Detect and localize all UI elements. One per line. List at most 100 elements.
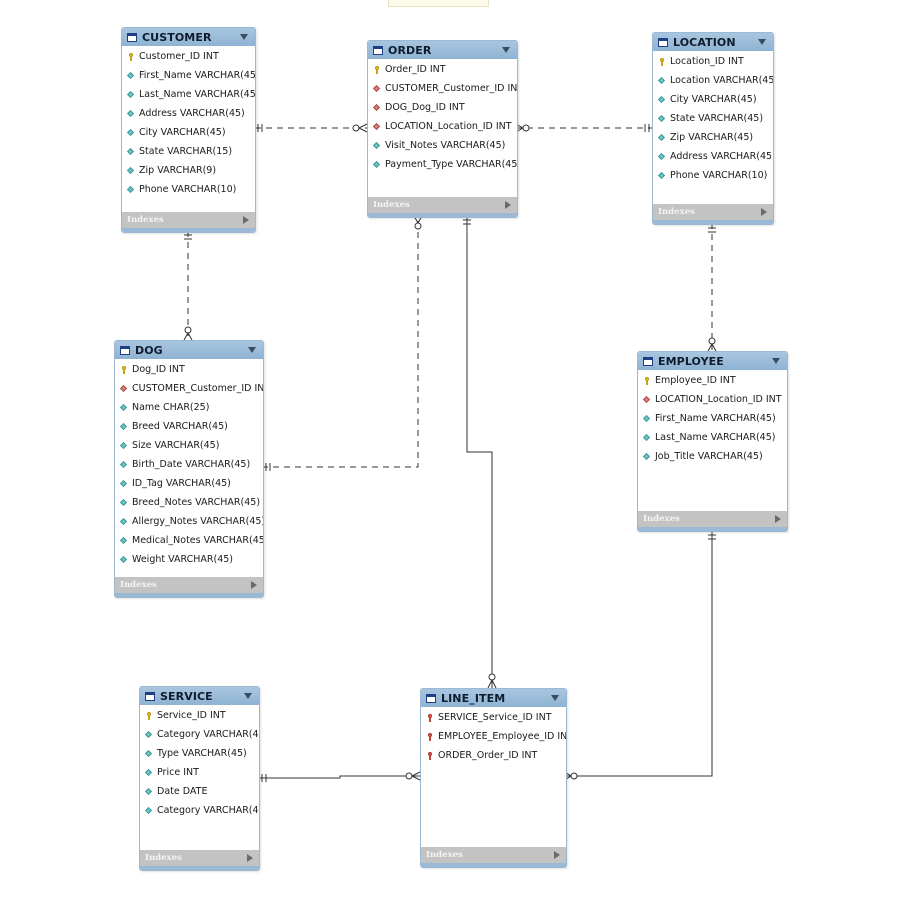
column-row[interactable]: State VARCHAR(45) xyxy=(653,109,773,128)
column-row[interactable]: CUSTOMER_Customer_ID INT xyxy=(115,379,263,398)
column-list: SERVICE_Service_ID INT EMPLOYEE_Employee… xyxy=(421,707,566,847)
collapse-arrow-icon[interactable] xyxy=(758,39,766,45)
rel-location-employee[interactable] xyxy=(707,223,717,352)
entity-location[interactable]: LOCATION Location_ID INT Location VARCHA… xyxy=(652,32,774,225)
collapse-arrow-icon[interactable] xyxy=(240,34,248,40)
collapse-arrow-icon[interactable] xyxy=(502,47,510,53)
column-row[interactable]: Order_ID INT xyxy=(368,60,517,79)
expand-arrow-icon[interactable] xyxy=(761,208,767,216)
rel-location-order[interactable] xyxy=(515,123,652,133)
entity-header[interactable]: EMPLOYEE xyxy=(638,352,787,370)
column-row[interactable]: Dog_ID INT xyxy=(115,360,263,379)
entity-dog[interactable]: DOG Dog_ID INT CUSTOMER_Customer_ID INT … xyxy=(114,340,264,598)
column-row[interactable]: Medical_Notes VARCHAR(45) xyxy=(115,531,263,550)
indexes-section[interactable]: Indexes xyxy=(653,204,773,224)
entity-service[interactable]: SERVICE Service_ID INT Category VARCHAR(… xyxy=(139,686,260,871)
entity-header[interactable]: LOCATION xyxy=(653,33,773,51)
collapse-arrow-icon[interactable] xyxy=(248,347,256,353)
indexes-section[interactable]: Indexes xyxy=(638,511,787,531)
column-row[interactable]: Breed_Notes VARCHAR(45) xyxy=(115,493,263,512)
table-icon xyxy=(373,45,383,55)
rel-dog-order[interactable] xyxy=(262,215,423,471)
expand-arrow-icon[interactable] xyxy=(243,216,249,224)
foreign-primary-key-icon xyxy=(426,732,434,741)
column-row[interactable]: City VARCHAR(45) xyxy=(653,90,773,109)
column-row[interactable]: State VARCHAR(15) xyxy=(122,142,255,161)
column-row[interactable]: LOCATION_Location_ID INT xyxy=(638,390,787,409)
column-row[interactable]: Phone VARCHAR(10) xyxy=(122,180,255,199)
foreign-primary-key-icon xyxy=(426,713,434,722)
column-label: Type VARCHAR(45) xyxy=(157,748,247,759)
column-row[interactable]: Last_Name VARCHAR(45) xyxy=(122,85,255,104)
entity-header[interactable]: SERVICE xyxy=(140,687,259,705)
column-row[interactable]: Zip VARCHAR(9) xyxy=(122,161,255,180)
column-row[interactable]: City VARCHAR(45) xyxy=(122,123,255,142)
collapse-arrow-icon[interactable] xyxy=(551,695,559,701)
column-row[interactable]: First_Name VARCHAR(45) xyxy=(122,66,255,85)
entity-header[interactable]: ORDER xyxy=(368,41,517,59)
entity-line-item[interactable]: LINE_ITEM SERVICE_Service_ID INT EMPLOYE… xyxy=(420,688,567,868)
column-row[interactable]: Category VARCHAR(45) xyxy=(140,725,259,744)
entity-title: SERVICE xyxy=(160,689,213,703)
expand-arrow-icon[interactable] xyxy=(554,851,560,859)
expand-arrow-icon[interactable] xyxy=(251,581,257,589)
column-row[interactable]: Date DATE xyxy=(140,782,259,801)
rel-employee-line-item[interactable] xyxy=(564,530,716,781)
entity-order[interactable]: ORDER Order_ID INT CUSTOMER_Customer_ID … xyxy=(367,40,518,218)
indexes-section[interactable]: Indexes xyxy=(140,850,259,870)
entity-employee[interactable]: EMPLOYEE Employee_ID INT LOCATION_Locati… xyxy=(637,351,788,532)
column-row[interactable]: Visit_Notes VARCHAR(45) xyxy=(368,136,517,155)
column-row[interactable]: SERVICE_Service_ID INT xyxy=(421,708,566,727)
column-row[interactable]: Name CHAR(25) xyxy=(115,398,263,417)
column-row[interactable]: Job_Title VARCHAR(45) xyxy=(638,447,787,466)
rel-service-line-item[interactable] xyxy=(258,771,421,782)
column-row[interactable]: Location VARCHAR(45) xyxy=(653,71,773,90)
expand-arrow-icon[interactable] xyxy=(247,854,253,862)
column-label: Zip VARCHAR(9) xyxy=(139,165,217,176)
column-row[interactable]: Last_Name VARCHAR(45) xyxy=(638,428,787,447)
rel-customer-dog[interactable] xyxy=(183,231,193,341)
rel-customer-order[interactable] xyxy=(255,123,368,133)
column-row[interactable]: Price INT xyxy=(140,763,259,782)
column-row[interactable]: Zip VARCHAR(45) xyxy=(653,128,773,147)
column-row[interactable]: Weight VARCHAR(45) xyxy=(115,550,263,569)
column-row[interactable]: Address VARCHAR(45) xyxy=(653,147,773,166)
column-row[interactable]: Type VARCHAR(45) xyxy=(140,744,259,763)
column-row[interactable]: Phone VARCHAR(10) xyxy=(653,166,773,185)
attribute-diamond-icon xyxy=(120,480,128,488)
column-label: First_Name VARCHAR(45) xyxy=(655,413,776,424)
entity-header[interactable]: LINE_ITEM xyxy=(421,689,566,707)
column-row[interactable]: DOG_Dog_ID INT xyxy=(368,98,517,117)
rel-order-line-item[interactable] xyxy=(463,216,497,689)
collapse-arrow-icon[interactable] xyxy=(244,693,252,699)
attribute-diamond-icon xyxy=(643,434,651,442)
column-row[interactable]: Category VARCHAR(45) xyxy=(140,801,259,820)
attribute-diamond-icon xyxy=(658,153,666,161)
column-row[interactable]: Allergy_Notes VARCHAR(45) xyxy=(115,512,263,531)
column-row[interactable]: Payment_Type VARCHAR(45) xyxy=(368,155,517,174)
column-row[interactable]: Customer_ID INT xyxy=(122,47,255,66)
indexes-section[interactable]: Indexes xyxy=(368,197,517,217)
entity-header[interactable]: DOG xyxy=(115,341,263,359)
column-row[interactable]: Employee_ID INT xyxy=(638,371,787,390)
column-row[interactable]: EMPLOYEE_Employee_ID INT xyxy=(421,727,566,746)
column-row[interactable]: Service_ID INT xyxy=(140,706,259,725)
column-row[interactable]: CUSTOMER_Customer_ID INT xyxy=(368,79,517,98)
column-row[interactable]: Breed VARCHAR(45) xyxy=(115,417,263,436)
expand-arrow-icon[interactable] xyxy=(775,515,781,523)
indexes-section[interactable]: Indexes xyxy=(122,212,255,232)
entity-customer[interactable]: CUSTOMER Customer_ID INT First_Name VARC… xyxy=(121,27,256,233)
column-row[interactable]: Location_ID INT xyxy=(653,52,773,71)
column-row[interactable]: Address VARCHAR(45) xyxy=(122,104,255,123)
column-row[interactable]: Size VARCHAR(45) xyxy=(115,436,263,455)
indexes-section[interactable]: Indexes xyxy=(115,577,263,597)
column-row[interactable]: Birth_Date VARCHAR(45) xyxy=(115,455,263,474)
column-row[interactable]: LOCATION_Location_ID INT xyxy=(368,117,517,136)
column-row[interactable]: ORDER_Order_ID INT xyxy=(421,746,566,765)
entity-header[interactable]: CUSTOMER xyxy=(122,28,255,46)
column-row[interactable]: First_Name VARCHAR(45) xyxy=(638,409,787,428)
expand-arrow-icon[interactable] xyxy=(505,201,511,209)
indexes-section[interactable]: Indexes xyxy=(421,847,566,867)
column-row[interactable]: ID_Tag VARCHAR(45) xyxy=(115,474,263,493)
collapse-arrow-icon[interactable] xyxy=(772,358,780,364)
